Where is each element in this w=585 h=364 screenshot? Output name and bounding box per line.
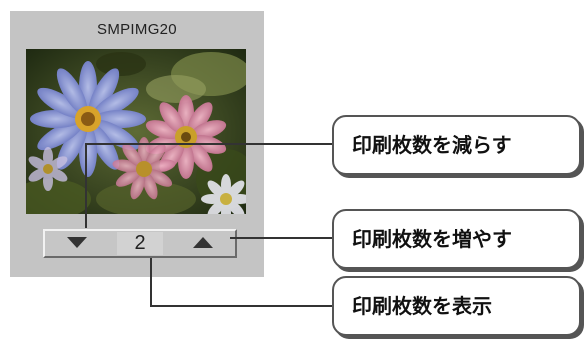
image-thumbnail[interactable]	[26, 49, 246, 214]
flowers-photo	[26, 49, 246, 214]
increase-count-button[interactable]	[171, 231, 235, 256]
callout-decrease: 印刷枚数を減らす	[332, 115, 581, 175]
image-filename: SMPIMG20	[97, 21, 177, 38]
decrease-connector-line	[85, 143, 332, 228]
triangle-up-icon	[193, 237, 213, 248]
print-count-stepper: 2	[43, 229, 237, 258]
decrease-count-button[interactable]	[45, 231, 109, 256]
callout-increase: 印刷枚数を増やす	[332, 209, 581, 269]
callout-display: 印刷枚数を表示	[332, 276, 581, 336]
print-count-value: 2	[117, 232, 163, 255]
display-connector-line	[150, 258, 332, 307]
triangle-down-icon	[67, 237, 87, 248]
print-panel: SMPIMG20	[10, 11, 264, 277]
